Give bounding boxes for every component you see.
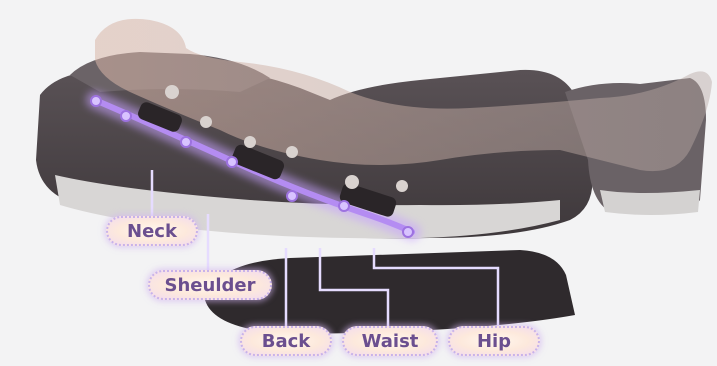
- leg-rest-panel: [600, 190, 700, 215]
- label-back: Back: [240, 326, 332, 356]
- label-neck: Neck: [106, 216, 198, 246]
- label-hip: Hip: [448, 326, 540, 356]
- label-waist: Waist: [342, 326, 438, 356]
- label-shoulder: Sheulder: [148, 270, 272, 300]
